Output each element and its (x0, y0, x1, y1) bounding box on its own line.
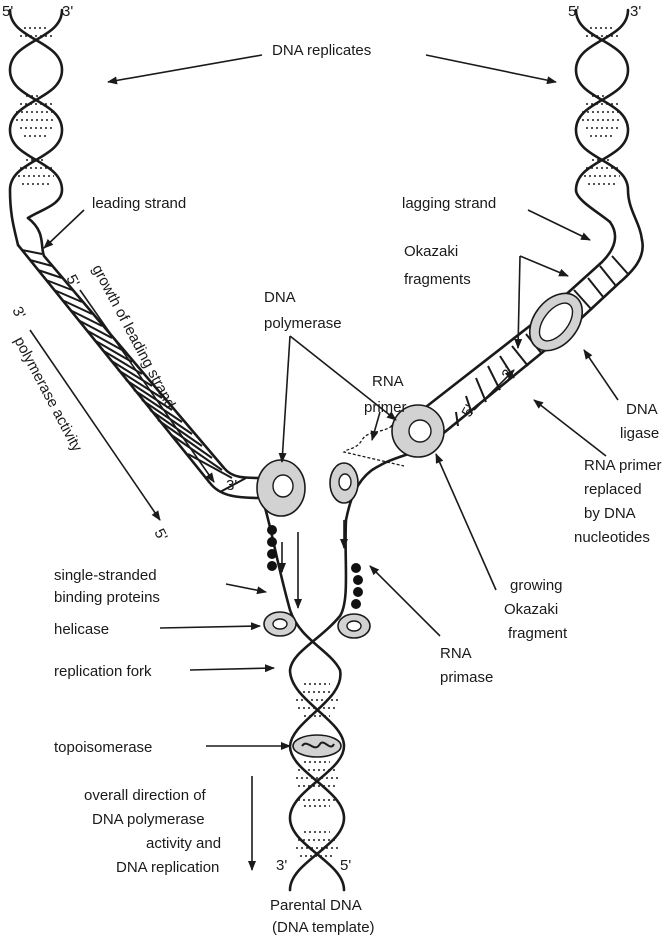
label-rna-primase-1: RNA (440, 645, 472, 662)
label-rna-primer-replaced-1: RNA primer (584, 457, 662, 474)
label-dna-replicates: DNA replicates (272, 42, 371, 59)
label-parental-dna: Parental DNA (270, 897, 362, 914)
label-dna-polymerase-2: polymerase (264, 315, 342, 332)
label-ssb-1: single-stranded (54, 567, 157, 584)
label-growing-okazaki-3: fragment (508, 625, 568, 642)
left-daughter-helix (8, 8, 64, 247)
label-rna-primer-replaced-2: replaced (584, 481, 642, 498)
single-stranded-binding-proteins-left (267, 525, 277, 571)
label-okazaki-3: 3' (499, 364, 519, 382)
label-top-right-5: 5' (568, 3, 579, 20)
parental-helix (260, 496, 348, 892)
label-top-right-3: 3' (630, 3, 641, 20)
label-top-left-3: 3' (62, 3, 73, 20)
helicase-left (263, 611, 297, 637)
label-overall-1: overall direction of (84, 787, 207, 804)
dna-polymerase-lagging (391, 404, 445, 458)
right-helix-base-pairs (582, 27, 622, 185)
label-polymerase-activity-5: 5' (150, 526, 170, 544)
label-replication-fork: replication fork (54, 663, 152, 680)
label-growth-leading-3: 3' (226, 477, 237, 494)
right-daughter-helix (574, 8, 644, 242)
label-okazaki-fragments-2: fragments (404, 271, 471, 288)
label-growing-okazaki-2: Okazaki (504, 601, 558, 618)
label-rna-primase-2: primase (440, 669, 493, 686)
label-dna-polymerase-1: DNA (264, 289, 296, 306)
parental-helix-base-pairs (296, 683, 338, 857)
leading-strand-ladder (16, 216, 264, 500)
left-helix-base-pairs (16, 27, 56, 185)
dna-ligase-enzyme (528, 292, 584, 352)
label-growing-okazaki-1: growing (510, 577, 563, 594)
label-overall-4: DNA replication (116, 859, 219, 876)
label-bottom-5: 5' (340, 857, 351, 874)
rna-primase-enzyme (329, 462, 359, 504)
label-rna-primer-1: RNA (372, 373, 404, 390)
label-dna-ligase-1: DNA (626, 401, 658, 418)
annotation-arrows (29, 54, 619, 871)
label-okazaki-fragments-1: Okazaki (404, 243, 458, 260)
label-dna-ligase-2: ligase (620, 425, 659, 442)
label-dna-template: (DNA template) (272, 919, 375, 936)
label-lagging-strand: lagging strand (402, 195, 496, 212)
label-bottom-3: 3' (276, 857, 287, 874)
label-helicase: helicase (54, 621, 109, 638)
label-rna-primer-replaced-4: nucleotides (574, 529, 650, 546)
helicase-right (337, 613, 371, 639)
label-ssb-2: binding proteins (54, 589, 160, 606)
label-polymerase-activity-3: 3' (8, 304, 28, 322)
single-stranded-binding-proteins-right (351, 563, 363, 609)
topoisomerase-enzyme (292, 734, 342, 758)
label-overall-2: DNA polymerase (92, 811, 205, 828)
label-rna-primer-replaced-3: by DNA (584, 505, 636, 522)
label-topoisomerase: topoisomerase (54, 739, 152, 756)
dna-polymerase-leading (256, 459, 306, 517)
label-leading-strand: leading strand (92, 195, 186, 212)
label-overall-3: activity and (146, 835, 221, 852)
label-top-left-5: 5' (2, 3, 13, 20)
label-rna-primer-2: primer (364, 399, 407, 416)
